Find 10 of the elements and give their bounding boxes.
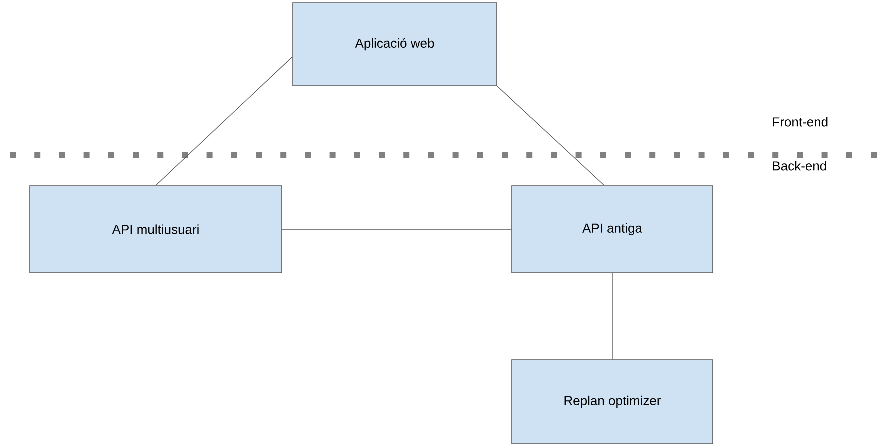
connector-line: [282, 229, 512, 230]
process-box: API antiga: [512, 186, 714, 274]
process-box: Replan optimizer: [512, 360, 714, 444]
process-box: API multiusuari: [30, 186, 282, 274]
process-box: Aplicació web: [292, 2, 498, 86]
connector-line: [612, 273, 613, 360]
connector-line: [156, 56, 293, 186]
connector-line: [497, 86, 605, 186]
zone-label: Back-end: [773, 161, 826, 171]
zone-label: Front-end: [773, 117, 828, 127]
